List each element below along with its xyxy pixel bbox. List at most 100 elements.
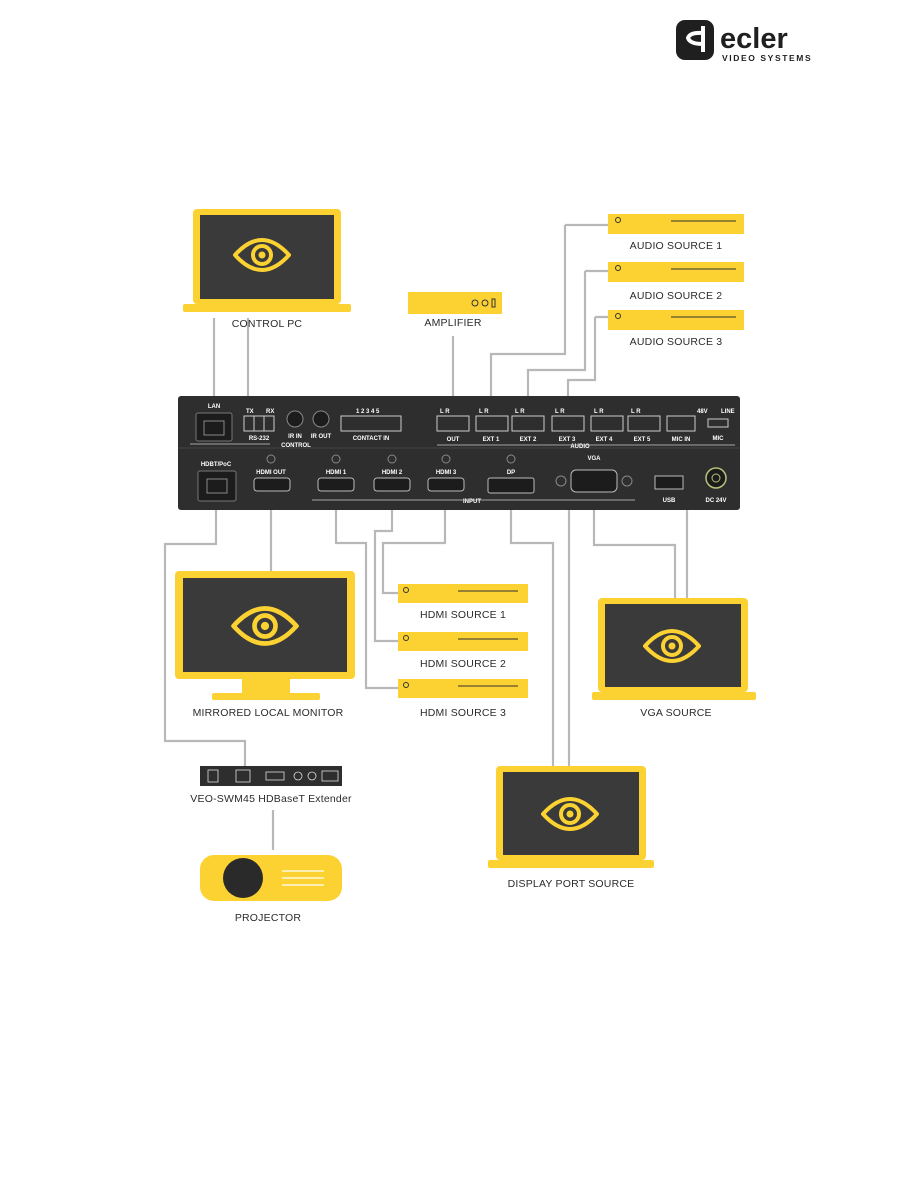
audio-out-label: OUT	[447, 437, 460, 443]
hdmi-source-3-box	[398, 679, 528, 698]
audio-source-1: AUDIO SOURCE 1	[608, 214, 744, 252]
mic-line-label: LINE	[721, 409, 735, 415]
amplifier: AMPLIFIER	[408, 292, 502, 329]
rs232-tx-label: TX	[246, 409, 254, 415]
amplifier-label: AMPLIFIER	[424, 317, 481, 329]
hdmi-source-3-label: HDMI SOURCE 3	[420, 707, 506, 719]
wire-ext1-audio1	[489, 223, 610, 426]
contact-in-label: CONTACT IN	[353, 436, 390, 442]
vga-source-label: VGA SOURCE	[640, 707, 711, 719]
ext3-lr: L R	[555, 409, 565, 415]
ext4-label: EXT 4	[596, 437, 613, 443]
monitor-stand	[242, 679, 290, 693]
hdmi2-label: HDMI 2	[382, 470, 403, 476]
wire-vga-vga-source	[592, 480, 677, 598]
hdmi-source-1-label: HDMI SOURCE 1	[420, 609, 506, 621]
rs232-port	[243, 415, 275, 432]
input-section-label: INPUT	[463, 499, 481, 505]
projector: PROJECTOR	[200, 855, 342, 924]
dc24-port	[705, 467, 727, 489]
vga-source-base	[592, 692, 756, 700]
ext5-label: EXT 5	[634, 437, 651, 443]
hdmi2-port	[373, 477, 411, 492]
projector-lens	[223, 858, 263, 898]
usb-label: USB	[663, 498, 676, 504]
audio-source-1-label: AUDIO SOURCE 1	[630, 240, 723, 252]
audio-ext2-terminal: L R EXT 2	[511, 409, 545, 443]
contact-in-numbers: 1 2 3 4 5	[356, 409, 380, 415]
ext1-label: EXT 1	[483, 437, 500, 443]
wire-dp-displayport	[509, 490, 555, 766]
hdmi1-port	[317, 477, 355, 492]
rs232-rx-label: RX	[266, 409, 274, 415]
hdmi-out-port	[253, 477, 291, 492]
audio-source-1-box	[608, 214, 744, 234]
ext4-lr: L R	[594, 409, 604, 415]
wire-hdbt-extender	[163, 490, 247, 766]
hdmi3-port	[427, 477, 465, 492]
mic-in-label: MIC IN	[672, 437, 691, 443]
ext2-label: EXT 2	[520, 437, 537, 443]
audio-source-3-box	[608, 310, 744, 330]
extender-label: VEO-SWM45 HDBaseT Extender	[190, 793, 352, 805]
audio-ext1-terminal: L R EXT 1	[475, 409, 509, 443]
control-section-label: CONTROL	[281, 443, 311, 449]
extender-body	[200, 766, 342, 786]
audio-section-label: AUDIO	[570, 444, 590, 450]
dp-source-base	[488, 860, 654, 868]
hdbt-label: HDBT/PoC	[201, 462, 232, 468]
control-pc-base	[183, 304, 351, 312]
ir-in-port	[286, 410, 304, 428]
audio-source-2-box	[608, 262, 744, 282]
wire-hdmi3-source1	[381, 488, 447, 595]
control-pc-label: CONTROL PC	[232, 318, 303, 330]
wire-hdmi1-source3	[334, 488, 400, 690]
logo-mark	[676, 20, 714, 60]
lan-port	[195, 412, 233, 442]
audio-ext3-terminal: L R EXT 3	[551, 409, 585, 443]
hdmi-source-3: HDMI SOURCE 3	[398, 679, 528, 719]
monitor-label: MIRRORED LOCAL MONITOR	[193, 707, 344, 719]
dp-label: DP	[507, 470, 515, 476]
ext3-label: EXT 3	[559, 437, 576, 443]
hdmi-source-2: HDMI SOURCE 2	[398, 632, 528, 670]
hdbt-port	[197, 470, 237, 502]
ir-in-label: IR IN	[288, 434, 302, 440]
usb-port	[654, 475, 684, 490]
ir-out-port	[312, 410, 330, 428]
hdmi-out-label: HDMI OUT	[256, 470, 286, 476]
hdmi-source-2-label: HDMI SOURCE 2	[420, 658, 506, 670]
mic-in-port	[666, 415, 696, 432]
audio-out-terminal: L R OUT	[436, 409, 470, 443]
audio-ext5-terminal: L R EXT 5	[627, 409, 661, 443]
hdbaset-extender: VEO-SWM45 HDBaseT Extender	[190, 766, 352, 805]
hdmi-source-1-box	[398, 584, 528, 603]
ir-out-label: IR OUT	[311, 434, 332, 440]
mirrored-local-monitor: MIRRORED LOCAL MONITOR	[175, 571, 355, 719]
hdmi-source-1: HDMI SOURCE 1	[398, 584, 528, 621]
ecler-logo: ecler VIDEO SYSTEMS	[676, 20, 811, 63]
rs232-label: RS-232	[249, 436, 270, 442]
ext2-lr: L R	[515, 409, 525, 415]
audio-ext4-terminal: L R EXT 4	[590, 409, 624, 443]
control-pc: CONTROL PC	[183, 209, 351, 330]
projector-label: PROJECTOR	[235, 912, 302, 924]
vga-port	[570, 469, 618, 493]
audio-source-2: AUDIO SOURCE 2	[608, 262, 744, 302]
amplifier-box	[408, 292, 502, 314]
device-rear-panel: LAN TX RX RS-232 IR IN IR OUT CONTROL 1 …	[178, 396, 740, 510]
wire-hdmi2-source2	[373, 488, 400, 643]
mic-switch-label: MIC	[713, 436, 725, 442]
hdmi1-label: HDMI 1	[326, 470, 347, 476]
audio-source-2-label: AUDIO SOURCE 2	[630, 290, 723, 302]
ext1-lr: L R	[479, 409, 489, 415]
vga-source: VGA SOURCE	[592, 598, 756, 719]
ext5-lr: L R	[631, 409, 641, 415]
dp-port	[487, 477, 535, 494]
display-port-source: DISPLAY PORT SOURCE	[488, 766, 654, 890]
hdmi3-label: HDMI 3	[436, 470, 457, 476]
logo-brand-text: ecler	[720, 23, 788, 55]
panel-body	[178, 396, 740, 510]
contact-in-port	[340, 415, 402, 432]
audio-source-3-label: AUDIO SOURCE 3	[630, 336, 723, 348]
